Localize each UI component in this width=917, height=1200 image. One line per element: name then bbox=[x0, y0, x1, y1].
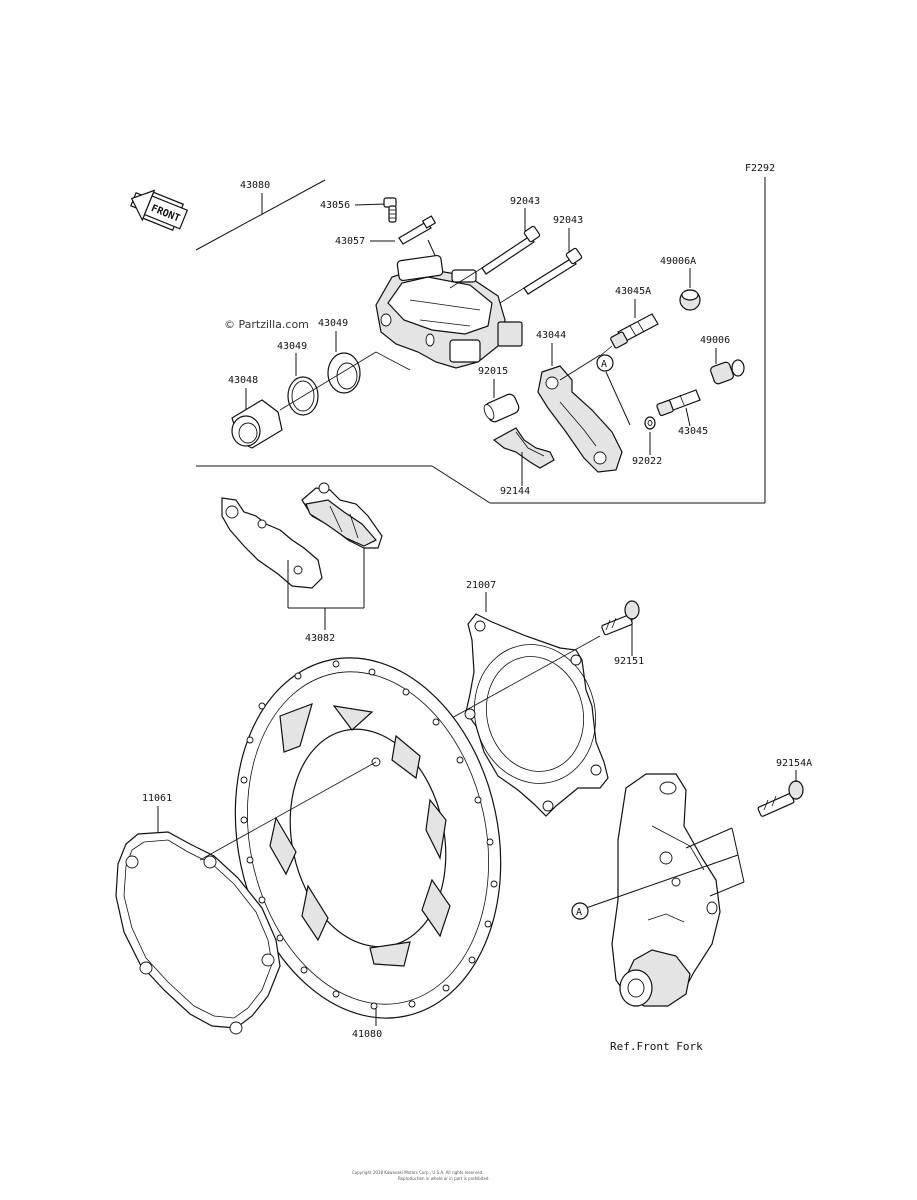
label-43045: 43045 bbox=[678, 426, 708, 437]
footer-copyright-line1: Copyright 2018 Kawasaki Motors Corp., U.… bbox=[352, 1170, 483, 1175]
label-92043-a: 92043 bbox=[510, 196, 540, 207]
front-fork-leg bbox=[611, 773, 721, 1007]
piston-43048 bbox=[231, 399, 283, 449]
cap-49006a bbox=[679, 289, 701, 311]
label-43049-a: 43049 bbox=[318, 318, 348, 329]
assembly-frame bbox=[196, 177, 766, 504]
label-92022: 92022 bbox=[632, 456, 662, 467]
front-arrow-icon: FRONT bbox=[130, 189, 189, 232]
label-92015: 92015 bbox=[478, 366, 508, 377]
bolt-43045 bbox=[656, 389, 701, 417]
callout-a-lower-label: A bbox=[576, 907, 582, 918]
caliper-body bbox=[375, 254, 523, 369]
slide-pin-92043-b bbox=[499, 247, 583, 304]
bolt-43045a bbox=[599, 313, 659, 357]
pad-spring-92144 bbox=[492, 427, 555, 469]
label-43057: 43057 bbox=[335, 236, 365, 247]
label-43048: 43048 bbox=[228, 375, 258, 386]
dust-seal-43049 bbox=[327, 352, 361, 394]
callout-a-upper bbox=[596, 354, 614, 372]
label-49006a: 49006A bbox=[660, 256, 696, 267]
label-43045a: 43045A bbox=[615, 286, 651, 297]
ref-front-fork-note: Ref.Front Fork bbox=[610, 1040, 703, 1053]
bleed-valve-43056 bbox=[383, 197, 397, 223]
brake-pad-right bbox=[301, 482, 383, 549]
footer-copyright-line2: Reproduction in whole or in part is proh… bbox=[398, 1176, 490, 1181]
diagram-code: F2292 bbox=[745, 163, 775, 174]
leader-43080 bbox=[195, 179, 326, 251]
callout-a-upper-label: A bbox=[601, 359, 607, 370]
label-41080: 41080 bbox=[352, 1029, 382, 1040]
label-92151: 92151 bbox=[614, 656, 644, 667]
label-43056: 43056 bbox=[320, 200, 350, 211]
bolt-92151 bbox=[601, 600, 640, 636]
abs-rotor-21007 bbox=[464, 613, 609, 817]
label-43044: 43044 bbox=[536, 330, 566, 341]
slide-pin-92043-a bbox=[449, 225, 541, 289]
bushing-92015 bbox=[483, 393, 520, 423]
label-92154a: 92154A bbox=[776, 758, 812, 769]
brake-pad-left bbox=[221, 497, 323, 589]
label-92043-b: 92043 bbox=[553, 215, 583, 226]
label-43082: 43082 bbox=[305, 633, 335, 644]
label-92144: 92144 bbox=[500, 486, 530, 497]
label-49006: 49006 bbox=[700, 335, 730, 346]
pin-43057 bbox=[398, 215, 439, 263]
callout-a-lower bbox=[571, 902, 589, 920]
caliper-bracket-43044 bbox=[537, 365, 623, 473]
cap-49006 bbox=[710, 359, 745, 385]
gasket-11061 bbox=[115, 831, 281, 1035]
label-43080: 43080 bbox=[240, 180, 270, 191]
bolt-92154a bbox=[757, 780, 804, 817]
label-11061: 11061 bbox=[142, 793, 172, 804]
label-43049-b: 43049 bbox=[277, 341, 307, 352]
brake-disc-41080 bbox=[234, 657, 502, 1019]
label-21007: 21007 bbox=[466, 580, 496, 591]
watermark: © Partzilla.com bbox=[224, 318, 309, 331]
